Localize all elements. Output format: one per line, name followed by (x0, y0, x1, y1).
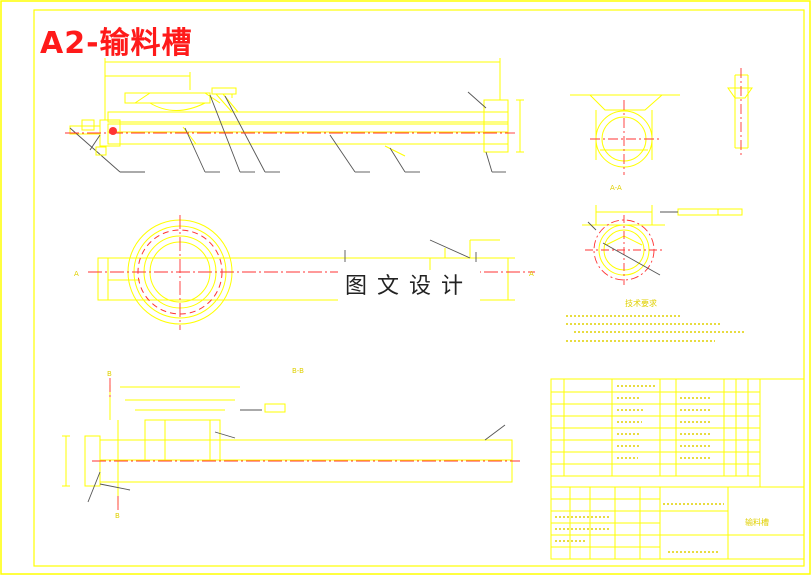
tech-requirements-title: 技术要求 (625, 298, 657, 308)
section-a-a-leaders (587, 211, 678, 276)
parts-list (550, 378, 805, 488)
plan-view-centerline (88, 215, 535, 330)
section-label-b-b: B-B (292, 367, 304, 375)
parts-list-text (617, 385, 712, 459)
section-label-a-right: A (529, 270, 534, 278)
main-view-leaders (69, 91, 506, 173)
bottom-view-centerline (92, 378, 520, 512)
main-view (69, 58, 524, 157)
bottom-view-leaders (87, 409, 506, 503)
tech-requirements-lines (566, 315, 745, 342)
side-view (727, 74, 753, 149)
section-a-a-centerline (585, 215, 665, 285)
section-label-a-a: A-A (610, 184, 622, 192)
main-view-left-detail (81, 119, 117, 156)
plan-view-leaders (344, 239, 477, 262)
watermark: 图文设计 (338, 270, 480, 304)
section-label-a-left: A (74, 270, 79, 278)
section-a-a (582, 205, 743, 276)
title-block-name: 输料槽 (745, 517, 769, 527)
section-label-b-bottom: B (115, 512, 120, 520)
section-label-b-top: B (107, 370, 112, 378)
title-block (550, 486, 805, 560)
end-view (570, 94, 680, 168)
title-block-text (555, 503, 724, 553)
end-view-centerline (590, 100, 660, 175)
drawing-title: A2-输料槽 (40, 26, 193, 61)
inner-border (33, 9, 805, 567)
bottom-view (62, 385, 513, 505)
